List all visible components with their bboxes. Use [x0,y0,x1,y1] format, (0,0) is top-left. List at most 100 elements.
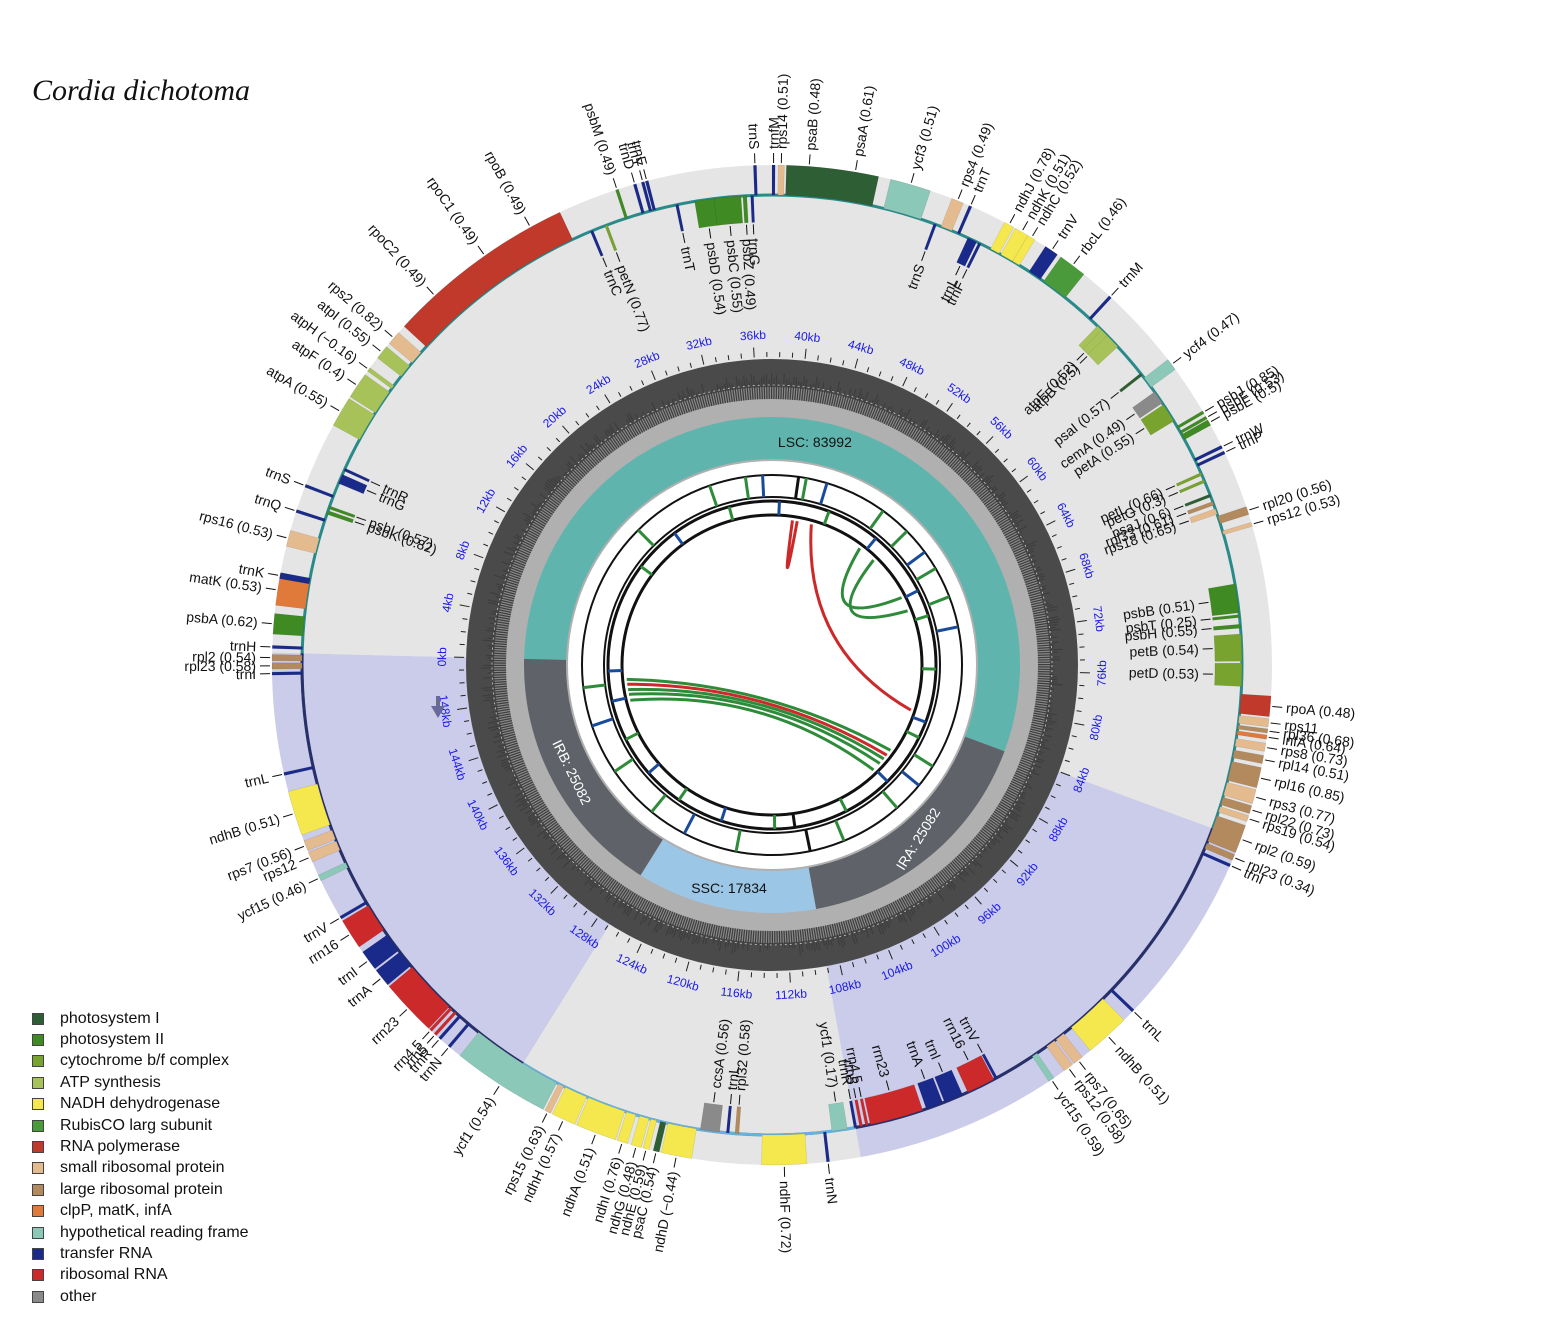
gene-block [1186,501,1215,515]
gene-leader [1269,730,1280,734]
legend-label: other [60,1287,97,1305]
kb-tick [1061,558,1067,561]
kb-tick [1003,458,1008,463]
gene-label: psbT (0.25) [1125,613,1198,636]
legend-item: other [32,1286,249,1307]
gene-label: trnT [678,245,699,273]
repeat-tick [613,757,634,773]
kb-tick [506,497,512,502]
kb-tick [888,949,893,960]
gene-block [438,1014,462,1041]
repeat-tick [640,565,654,577]
kb-tick [1069,582,1075,585]
gene-block [375,951,412,986]
gene-leader [855,160,858,171]
kb-tick [1065,568,1076,573]
gene-block [956,205,973,235]
kb-label: 40kb [794,329,822,346]
gene-leader [1272,706,1283,708]
gene-block [342,905,385,948]
gene-label: trnS [263,463,293,487]
inner-disc [568,461,976,869]
gene-label: trnM [1115,259,1146,290]
kb-label: 32kb [685,333,714,352]
legend-label: cytochrome b/f complex [60,1052,229,1070]
kb-tick [1071,735,1077,738]
gene-block [917,1077,944,1110]
kb-tick [725,969,727,975]
gene-leader [1073,255,1081,265]
kb-tick [537,456,543,461]
kb-tick [685,961,690,972]
gene-label: rps11 [1284,717,1320,737]
gene-block [1143,359,1176,388]
gene-leader [1242,839,1253,844]
repeat-tick [819,482,829,505]
gene-label: trnK [238,560,267,580]
kb-tick [1033,499,1039,504]
legend-label: transfer RNA [60,1244,153,1262]
gene-block [990,222,1014,254]
kb-tick [876,954,879,960]
gene-leader [1268,736,1279,740]
gene-block [388,332,422,364]
gene-block [447,1022,470,1049]
gene-leader [1079,1061,1086,1071]
gene-leader [1172,356,1182,364]
gene-block [713,195,743,226]
gene-block [1110,988,1135,1013]
kb-tick [474,567,480,571]
gene-block [854,1099,863,1128]
gene-label: trnE [629,139,651,168]
kb-tick [473,553,484,559]
kb-label: 44kb [847,337,876,358]
kb-tick [712,967,715,973]
gene-block [332,398,375,440]
kb-tick [470,580,476,583]
region-label: LSC: 83992 [778,434,852,450]
legend-swatch [32,1205,44,1218]
inner-ring-1-outer [581,474,963,856]
gene-leader [282,813,293,818]
kb-tick [1055,783,1061,787]
kb-tick [563,894,568,900]
gene-leader [827,1163,830,1174]
kb-tick [466,732,472,735]
gene-leader [1168,492,1179,497]
kb-tick [641,380,645,386]
gene-leader [276,534,287,539]
legend-swatch [32,1076,44,1089]
gene-leader [1126,413,1135,421]
gene-block [1232,749,1265,764]
kb-tick [727,355,730,361]
kb-tick [650,948,654,954]
gene-leader [962,269,968,279]
gene-leader [963,1050,969,1061]
kb-tick [985,436,994,444]
gene-leader [426,286,434,295]
gene-block [1088,295,1112,321]
gene-label: trnG [746,238,763,266]
gene-block [339,900,368,920]
repeat-link [809,524,912,712]
legend-swatch [32,1247,44,1260]
repeat-link [630,697,875,772]
gene-block [1179,415,1208,435]
kb-tick [464,720,470,723]
legend-label: RubisCO larg subunit [60,1116,213,1134]
gene-leader [1052,240,1059,250]
gene-label: petD (0.53) [1129,664,1199,681]
gene-block [1178,479,1206,494]
repeat-tick [906,550,926,567]
repeat-tick [637,529,655,547]
kb-tick [935,399,940,405]
kb-tick [468,757,479,762]
gene-block [630,1115,650,1148]
inner-repeat-rings [568,461,976,869]
gc-midline [491,384,1053,946]
repeat-tick [904,589,919,599]
repeat-tick [881,790,899,809]
repeat-tick [591,717,614,728]
